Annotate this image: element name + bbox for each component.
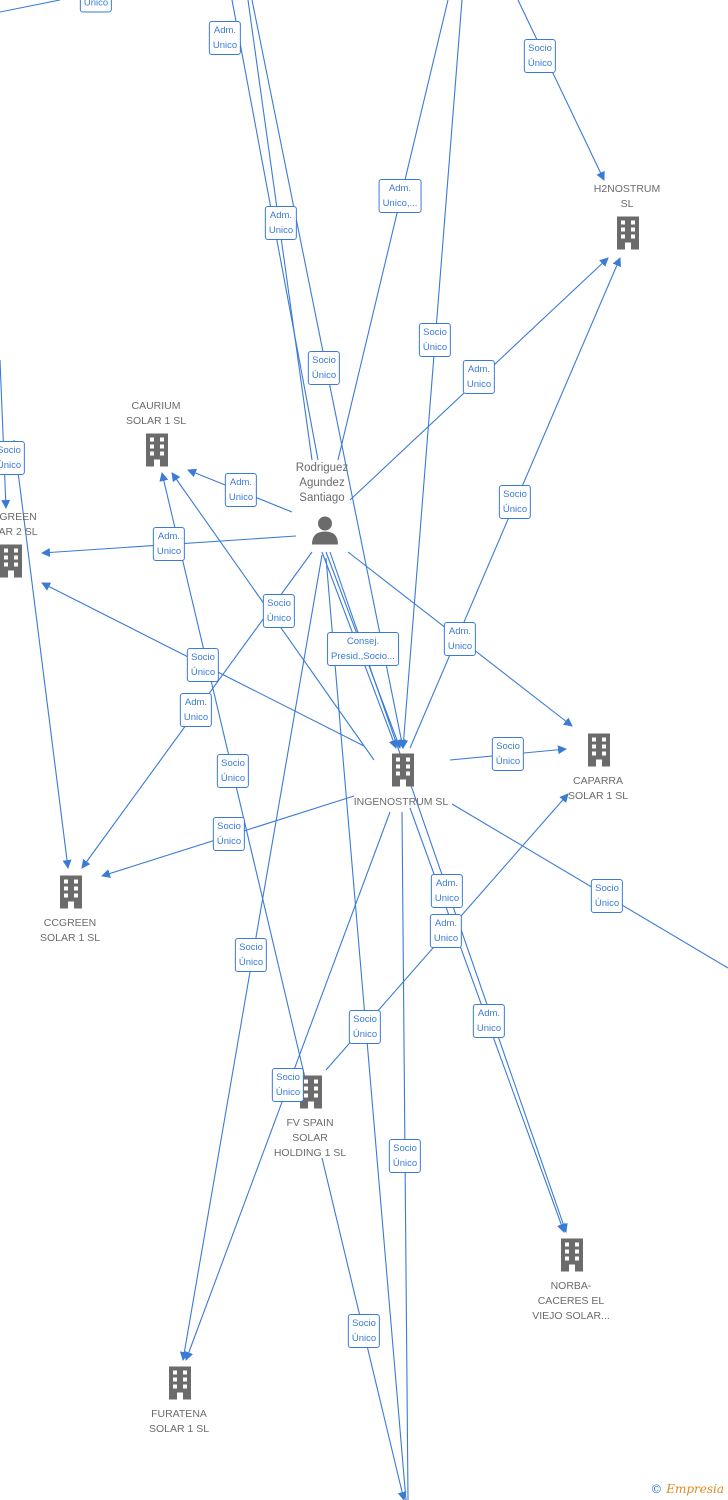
edge-tag[interactable]: Adm. Unico [179, 693, 213, 727]
edge-tag[interactable]: Socio Único [523, 39, 557, 73]
company-label-caparra[interactable]: CAPARRA SOLAR 1 SL [567, 775, 629, 802]
building-icon[interactable] [0, 544, 25, 583]
edge-tag[interactable]: Socio Único [186, 648, 220, 682]
building-icon[interactable] [585, 733, 613, 772]
company-label-h2nostrum[interactable]: H2NOSTRUM SL [593, 183, 661, 210]
brand-logo[interactable]: Empresia [666, 1482, 724, 1496]
building-icon[interactable] [143, 433, 171, 472]
edge [399, 0, 463, 749]
edge-tag[interactable]: Adm. Unico [152, 527, 186, 561]
building-icon[interactable] [297, 1075, 325, 1114]
company-label-furatena[interactable]: FURATENA SOLAR 1 SL [148, 1408, 210, 1435]
edge-tag[interactable]: Socio Único [348, 1010, 382, 1044]
edge-tag[interactable]: Adm. Unico [472, 1004, 506, 1038]
edge-tag[interactable]: Socio Único [418, 323, 452, 357]
person-icon[interactable] [310, 515, 340, 550]
building-icon[interactable] [57, 875, 85, 914]
edge [451, 803, 728, 969]
building-icon[interactable] [166, 1366, 194, 1405]
edge-tag[interactable]: Socio Único [590, 879, 624, 913]
edge-tag[interactable]: Adm. Unico [429, 914, 463, 948]
building-icon[interactable] [614, 216, 642, 255]
edge-tag[interactable]: Socio Único [234, 938, 268, 972]
edge-tag[interactable]: Socio Único [212, 817, 246, 851]
edge-tag[interactable]: Único [79, 0, 113, 13]
company-label-norba[interactable]: NORBA- CACERES EL VIEJO SOLAR... [532, 1280, 610, 1322]
edge [337, 0, 449, 461]
edge-tag[interactable]: Adm. Unico [430, 874, 464, 908]
edge-tag[interactable]: Socio Único [262, 594, 296, 628]
edge-tag[interactable]: Adm. Unico [224, 473, 258, 507]
edge-tag[interactable]: Adm. Unico [208, 21, 242, 55]
edge-tag[interactable]: Socio Único [216, 754, 250, 788]
company-label-ingenostrum[interactable]: INGENOSTRUM SL [353, 796, 449, 808]
company-label-ccgreen-1[interactable]: CCGREEN SOLAR 1 SL [39, 917, 101, 944]
edge-tag[interactable]: Socio Único [307, 351, 341, 385]
edge-tag[interactable]: Socio Único [491, 737, 525, 771]
company-label-ccgreen-2[interactable]: GREEN AR 2 SL [0, 511, 38, 538]
copyright: © Empresia [650, 1482, 724, 1496]
edge-tag[interactable]: Socio Único [388, 1139, 422, 1173]
edge-tag[interactable]: Consej. Presid.,Socio... [327, 632, 399, 666]
copyright-symbol: © [650, 1482, 663, 1496]
edge-tag[interactable]: Adm. Unico [443, 622, 477, 656]
edge-tag[interactable]: Adm. Unico [462, 360, 496, 394]
edge [0, 0, 61, 13]
edge [517, 0, 605, 181]
edge-tag[interactable]: Socio Único [0, 441, 26, 475]
edge-tag[interactable]: Socio Único [347, 1314, 381, 1348]
building-icon[interactable] [558, 1238, 586, 1277]
edge-tag[interactable]: Socio Único [498, 485, 532, 519]
edge-tag[interactable]: Adm. Unico [264, 206, 298, 240]
edge-tag[interactable]: Socio Único [271, 1068, 305, 1102]
edge-tag[interactable]: Adm. Unico,... [378, 179, 422, 213]
person-label[interactable]: Rodriguez Agundez Santiago [295, 462, 349, 504]
company-label-fv-spain[interactable]: FV SPAIN SOLAR HOLDING 1 SL [273, 1117, 347, 1159]
edge [13, 439, 72, 869]
company-label-caurium[interactable]: CAURIUM SOLAR 1 SL [125, 400, 187, 427]
building-icon[interactable] [389, 753, 417, 792]
edge [0, 359, 11, 509]
